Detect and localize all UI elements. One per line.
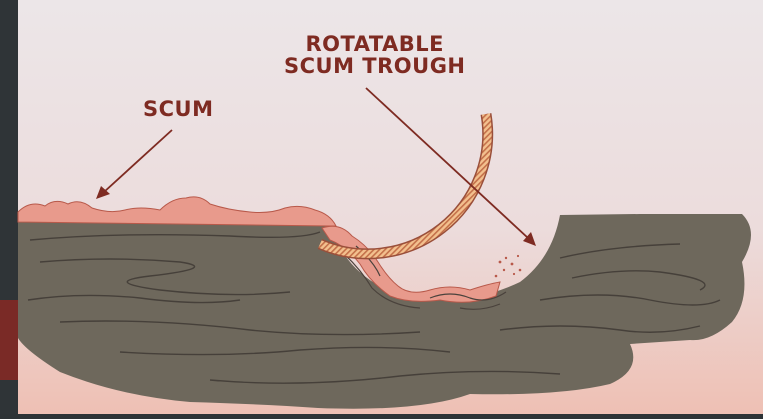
slide-frame-red-edge [0,300,20,380]
trough-label-line-1: ROTATABLE [284,33,466,55]
scum-label: SCUM [143,98,214,120]
rotatable-scum-trough-label: ROTATABLE SCUM TROUGH [284,33,466,77]
trough-label-line-2: SCUM TROUGH [284,55,466,77]
